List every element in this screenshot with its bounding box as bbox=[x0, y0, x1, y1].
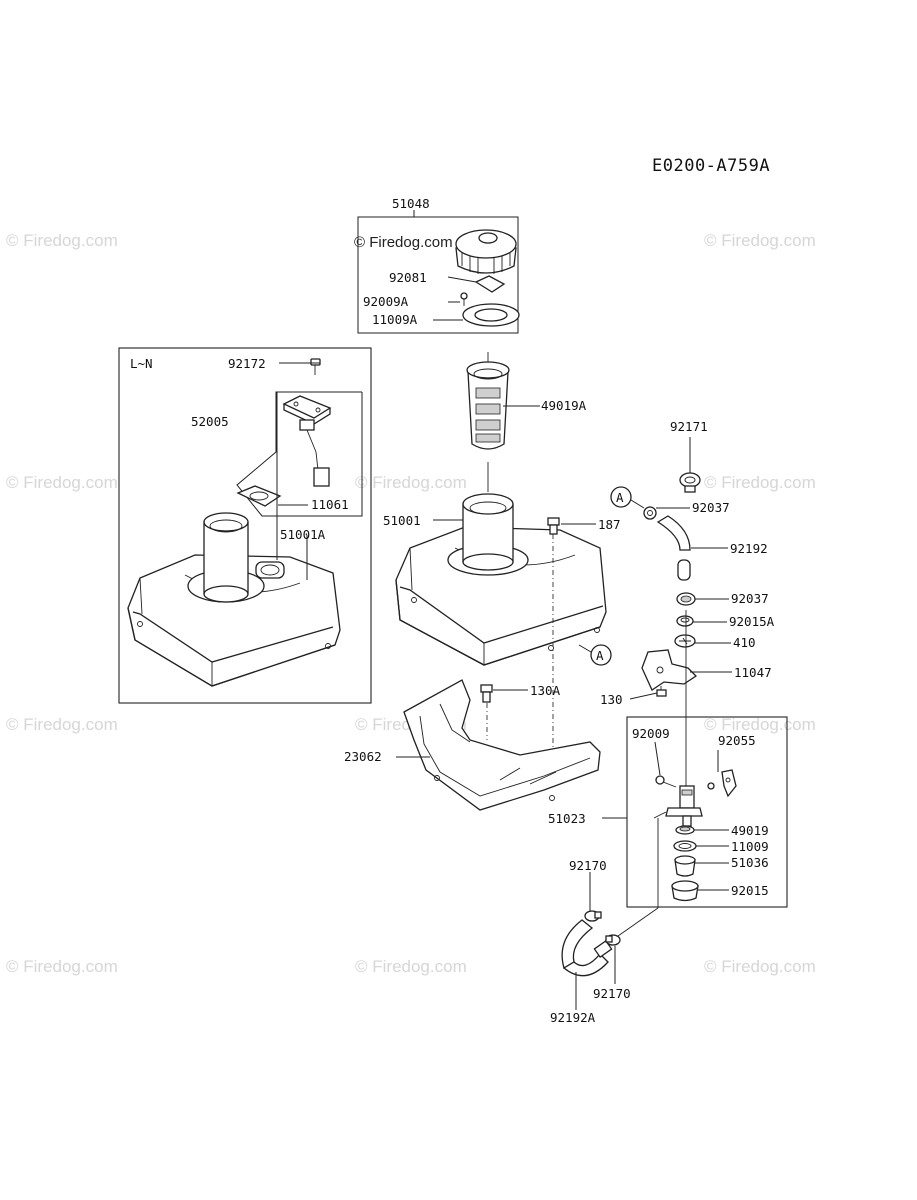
part-label: 92171 bbox=[670, 419, 708, 434]
part-label: 92037 bbox=[692, 500, 730, 515]
watermark: © Firedog.com bbox=[6, 473, 118, 492]
part-label: 130A bbox=[530, 683, 561, 698]
part-label: 51001A bbox=[280, 527, 326, 542]
part-label: 92192A bbox=[550, 1010, 596, 1025]
watermark: © Firedog.com bbox=[6, 231, 118, 250]
clamp-92170-lower bbox=[605, 934, 621, 946]
watermark: © Firedog.com bbox=[6, 715, 118, 734]
part-label: 92192 bbox=[730, 541, 768, 556]
fuel-hose-92192 bbox=[656, 515, 691, 581]
leader-line bbox=[630, 499, 645, 509]
part-label: 92015A bbox=[729, 614, 775, 629]
svg-text:A: A bbox=[596, 648, 604, 663]
part-label: 23062 bbox=[344, 749, 382, 764]
gasket-11061 bbox=[236, 485, 282, 507]
gasket-11009 bbox=[673, 840, 697, 852]
fuel-hose-92192A bbox=[561, 919, 613, 977]
part-label: 52005 bbox=[191, 414, 229, 429]
part-label: 92009A bbox=[363, 294, 409, 309]
part-label: 51001 bbox=[383, 513, 421, 528]
part-label: 410 bbox=[733, 635, 756, 650]
fuel-tank-51001 bbox=[395, 493, 607, 666]
screw-92009 bbox=[655, 775, 677, 788]
diagram-code: E0200-A759A bbox=[652, 156, 770, 176]
clamp-92037-lower bbox=[676, 592, 696, 606]
part-label: 92055 bbox=[718, 733, 756, 748]
gasket-11009A bbox=[462, 303, 520, 327]
watermark: © Firedog.com bbox=[704, 473, 816, 492]
assembly-bracket-52005 bbox=[236, 391, 363, 517]
part-label: 49019 bbox=[731, 823, 769, 838]
part-label: 92170 bbox=[593, 986, 631, 1001]
assembly-box-51023 bbox=[626, 716, 788, 908]
part-label: 187 bbox=[598, 517, 621, 532]
svg-text:A: A bbox=[616, 490, 624, 505]
bolt-130 bbox=[656, 686, 667, 697]
ring-nut-92015 bbox=[671, 880, 699, 902]
watermark-overlay: © Firedog.com bbox=[354, 234, 453, 251]
screw-92009A bbox=[460, 292, 468, 306]
sediment-cup-51036 bbox=[674, 855, 696, 877]
filter-49019 bbox=[675, 825, 695, 835]
washer-410 bbox=[674, 634, 696, 648]
leader-line bbox=[654, 741, 661, 776]
watermark: © Firedog.com bbox=[704, 231, 816, 250]
fuel-gauge-52005 bbox=[282, 395, 332, 487]
part-label: 92037 bbox=[731, 591, 769, 606]
bracket-11047 bbox=[641, 649, 698, 691]
part-label: 92015 bbox=[731, 883, 769, 898]
watermark: © Firedog.com bbox=[704, 957, 816, 976]
part-label: 11047 bbox=[734, 665, 772, 680]
part-label: 11009 bbox=[731, 839, 769, 854]
clamp-92170-upper bbox=[584, 910, 602, 922]
part-label: 51023 bbox=[548, 811, 586, 826]
part-label: 51048 bbox=[392, 196, 430, 211]
heat-shield-23062 bbox=[403, 679, 601, 811]
plate-92081 bbox=[474, 275, 506, 293]
part-label: 92170 bbox=[569, 858, 607, 873]
part-label: 92081 bbox=[389, 270, 427, 285]
clamp-92171 bbox=[679, 472, 701, 493]
leader-line bbox=[578, 644, 592, 653]
variant-inset-box bbox=[118, 347, 372, 704]
part-label: 92172 bbox=[228, 356, 266, 371]
fuel-cock-51023 bbox=[653, 785, 703, 827]
assembly-axis bbox=[617, 907, 659, 937]
fuel-cap-51048 bbox=[455, 229, 517, 274]
fuel-tank-51001A bbox=[127, 512, 341, 687]
reference-callout-a: A bbox=[590, 644, 612, 666]
lever-92055 bbox=[707, 769, 737, 798]
clamp-92037-upper bbox=[643, 506, 657, 520]
leader-line bbox=[447, 276, 477, 283]
screw-92172 bbox=[310, 358, 321, 375]
nut-92015A bbox=[676, 615, 694, 627]
watermark: © Firedog.com bbox=[704, 715, 816, 734]
reference-callout-a: A bbox=[610, 486, 632, 508]
watermark: © Firedog.com bbox=[355, 957, 467, 976]
bolt-187 bbox=[547, 517, 560, 535]
bolt-130A bbox=[480, 684, 493, 703]
assembly-bracket-51048 bbox=[357, 216, 519, 334]
leader-line bbox=[629, 692, 658, 700]
part-label: 51036 bbox=[731, 855, 769, 870]
watermark: © Firedog.com bbox=[6, 957, 118, 976]
part-label: 49019A bbox=[541, 398, 587, 413]
part-label: 130 bbox=[600, 692, 623, 707]
part-label: 11009A bbox=[372, 312, 418, 327]
fuel-strainer-49019A bbox=[466, 352, 510, 450]
part-label: 92009 bbox=[632, 726, 670, 741]
part-label: 11061 bbox=[311, 497, 349, 512]
watermark: © Firedog.com bbox=[355, 473, 467, 492]
variant-label: L~N bbox=[130, 356, 153, 371]
